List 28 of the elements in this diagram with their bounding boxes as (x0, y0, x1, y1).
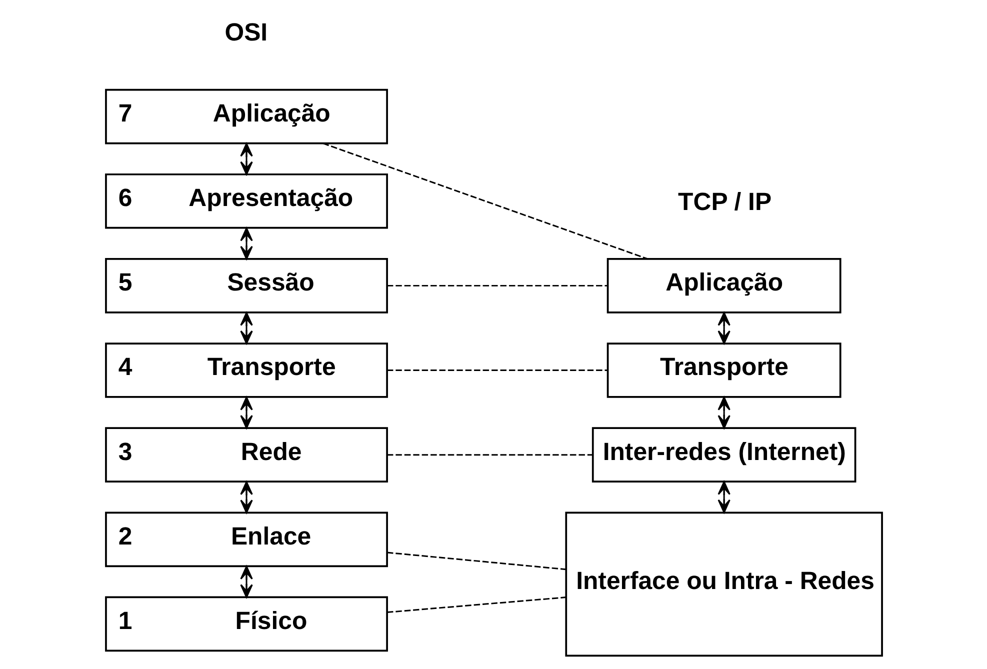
node-box: 4 Transporte (104, 342, 388, 398)
node-box: 7 Aplicação (104, 88, 388, 144)
arrow (240, 227, 252, 260)
arrow (240, 396, 252, 429)
node-box: Interface ou Intra - Redes (564, 512, 882, 657)
connector (386, 284, 608, 286)
arrow (717, 312, 730, 344)
connector (322, 142, 648, 260)
connector (386, 370, 608, 371)
arrow (240, 142, 252, 176)
label: OSI (224, 18, 268, 47)
node-box: 5 Sessão (104, 258, 388, 314)
arrow (240, 312, 252, 344)
arrow (240, 566, 252, 598)
connector (386, 552, 566, 570)
label: TCP / IP (678, 188, 772, 216)
arrow (717, 481, 730, 514)
node-box: Transporte (606, 342, 841, 398)
node-box: 2 Enlace (104, 512, 388, 568)
arrow (240, 481, 252, 514)
node-box: Inter-redes (Internet) (591, 427, 856, 482)
node-box: Aplicação (606, 258, 841, 314)
arrow (717, 396, 730, 429)
connector (386, 596, 566, 614)
node-box: 6 Apresentação (104, 173, 388, 229)
node-box: 3 Rede (104, 427, 388, 482)
node-box: 1 Físico (104, 596, 388, 652)
connector (386, 454, 592, 456)
